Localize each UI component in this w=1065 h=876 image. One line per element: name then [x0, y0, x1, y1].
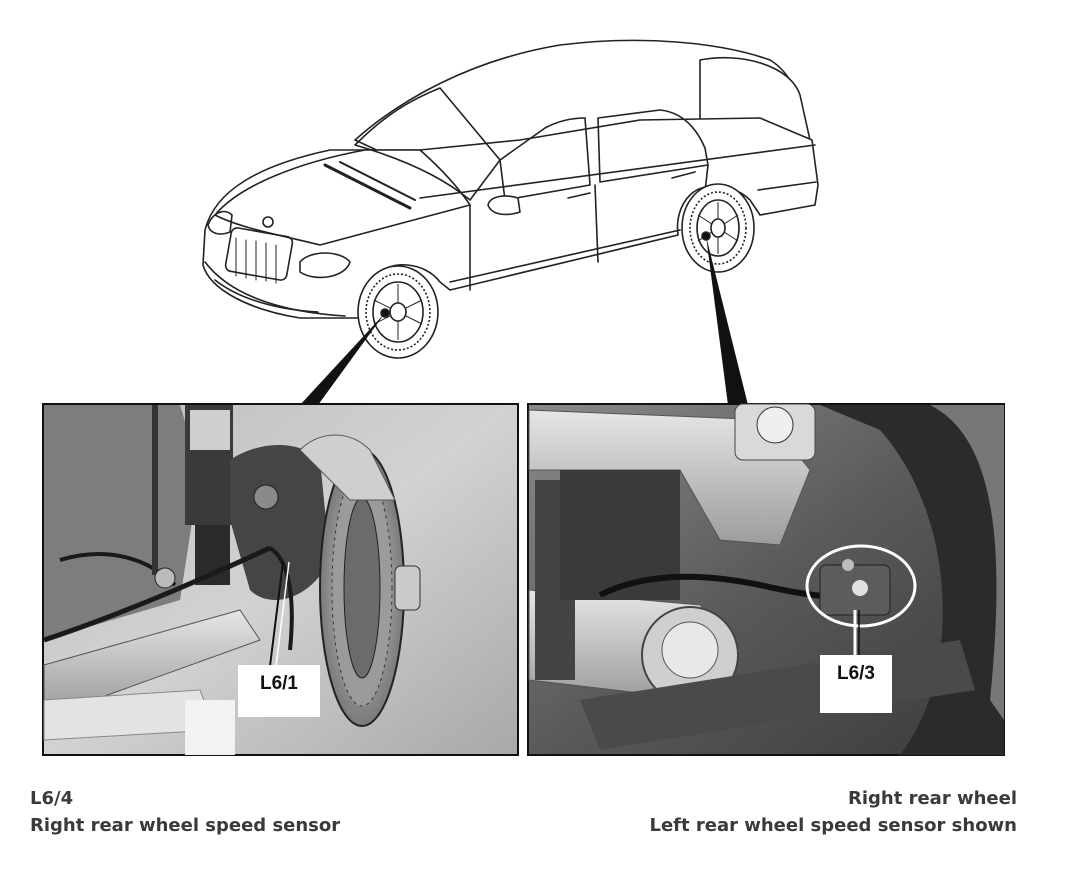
car-headlight	[299, 252, 351, 279]
callout-l6-1-text: L6/1	[259, 673, 299, 694]
car-bumper	[204, 261, 346, 317]
callout-l6-3-text: L6/3	[836, 663, 876, 684]
caption-left-line2: Right rear wheel speed sensor	[30, 815, 341, 836]
car-mirror	[487, 195, 521, 216]
sensor-highlight-ring	[805, 544, 917, 628]
callout-l6-1: L6/1	[238, 665, 320, 717]
car-beltline	[419, 144, 816, 199]
caption-right-line1: Right rear wheel	[847, 788, 1017, 809]
car-illustration	[202, 39, 819, 319]
left-pointer-wedge	[300, 313, 385, 405]
car-rear-bumper	[757, 181, 817, 191]
caption-right: Right rear wheel Left rear wheel speed s…	[649, 785, 1017, 839]
car-front-window	[499, 117, 591, 201]
caption-left-line1: L6/4	[30, 788, 74, 809]
car-hood-vent-2	[339, 161, 416, 201]
car-emblem	[262, 216, 274, 228]
car-door-handle-rear	[671, 171, 696, 179]
caption-left: L6/4 Right rear wheel speed sensor	[30, 785, 340, 839]
car-grille-bars	[235, 237, 277, 284]
car-hood-vent	[323, 163, 412, 210]
car-windshield	[354, 87, 501, 201]
car-grille	[224, 227, 294, 281]
callout-l6-3: L6/3	[820, 655, 892, 713]
car-bumper-2	[214, 279, 319, 313]
right-photo-panel	[527, 403, 1005, 756]
right-pointer-wedge	[706, 236, 748, 405]
caption-right-line2: Left rear wheel speed sensor shown	[649, 815, 1017, 836]
car-sill-line	[449, 229, 681, 283]
car-headlight-left	[207, 210, 233, 235]
car-door-handle-front	[567, 192, 591, 199]
car-rear-window	[597, 109, 709, 183]
rear-wheel	[681, 183, 755, 273]
front-wheel	[357, 265, 439, 359]
